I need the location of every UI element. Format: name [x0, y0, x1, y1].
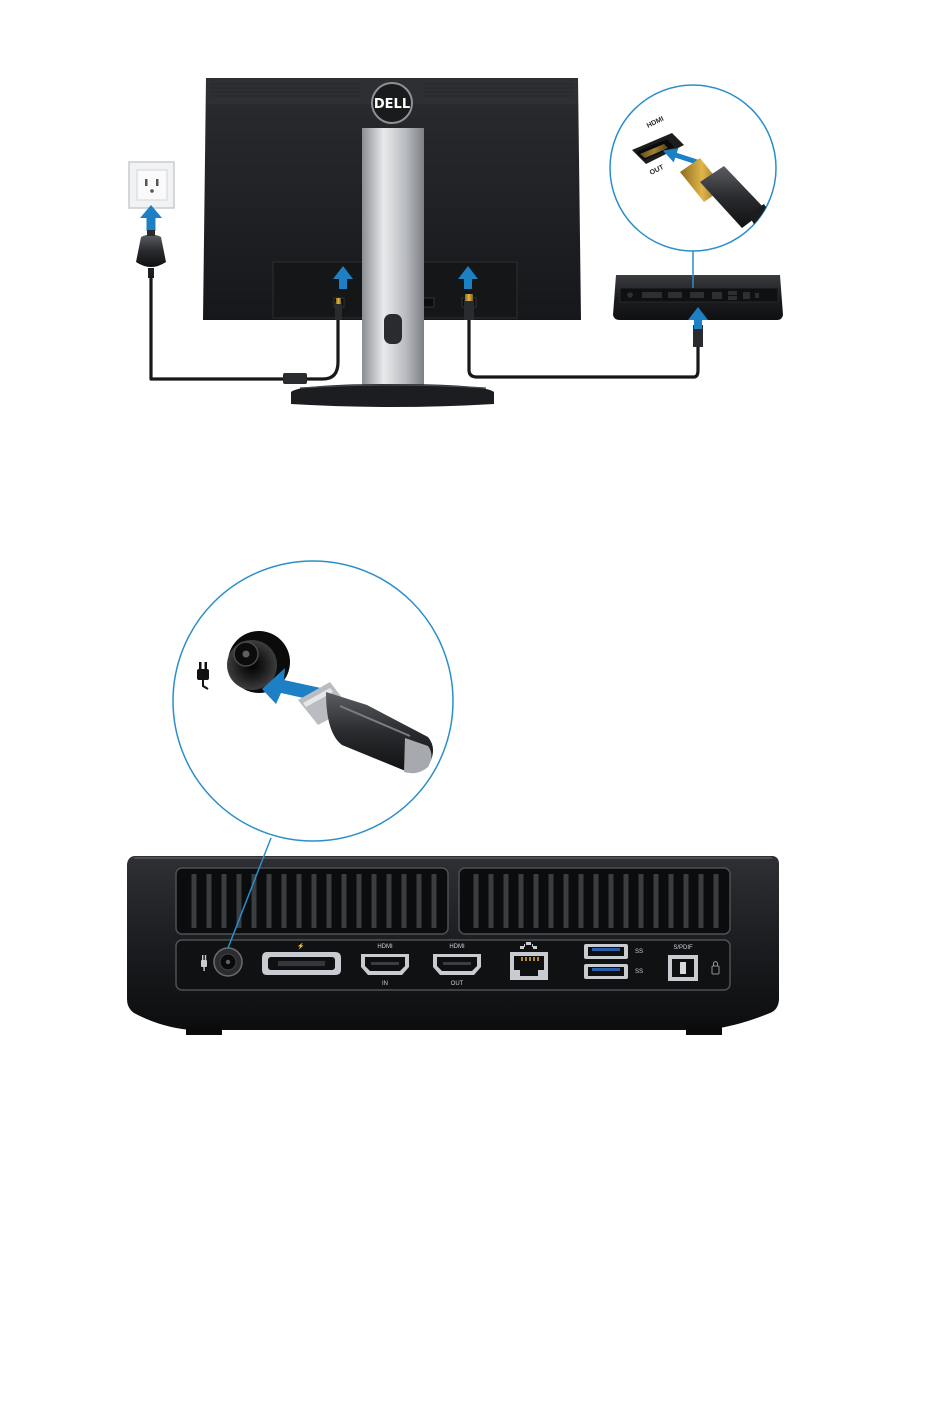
wall-outlet-icon — [129, 162, 174, 208]
dc-jack-icon[interactable] — [214, 948, 242, 976]
hdmi-in-label-bottom: IN — [382, 981, 388, 987]
hdmi-cable — [469, 318, 698, 377]
hdmi-out-label-top: HDMI — [449, 944, 465, 950]
hdmi-in-label-top: HDMI — [377, 944, 393, 950]
power-connector — [335, 298, 342, 320]
up-arrow-icon — [140, 205, 162, 231]
hdmi-connector-icon — [464, 294, 474, 320]
power-brick-inline — [283, 373, 307, 384]
usb-label-bottom: SS — [635, 969, 643, 975]
spdif-label: S/PDIF — [673, 945, 693, 951]
dock-port-symbol: ⚡ — [297, 942, 304, 950]
mini-pc-rear: ⚡ HDMI IN HDMI OUT — [127, 856, 779, 1035]
monitor-brand-text: DELL — [374, 97, 410, 112]
hdmi-out-label-bottom: OUT — [451, 981, 464, 987]
usb-label-top: SS — [635, 949, 643, 955]
magnifier-circle-icon — [173, 561, 453, 841]
figure-monitor-connection: DELL — [129, 78, 783, 407]
dell-logo: DELL — [372, 83, 412, 123]
power-plug-icon — [136, 230, 166, 278]
figure-power-connection: ⚡ HDMI IN HDMI OUT — [127, 561, 779, 1035]
magnifier-circle-icon: HDMI OUT — [610, 85, 778, 251]
